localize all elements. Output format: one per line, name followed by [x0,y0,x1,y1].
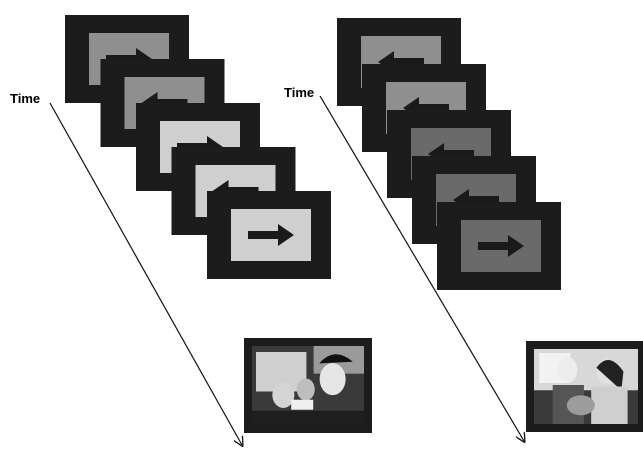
time-label-left: Time [10,91,40,106]
trial-frame-5 [207,191,331,279]
trial-frames-right [337,18,643,432]
time-axis-left [49,102,242,445]
trial-frames-left [65,15,372,433]
couple-photo-icon [526,341,643,432]
arrow-right-icon [248,224,294,246]
trial-frame-5 [437,202,561,290]
time-label-right: Time [284,85,314,100]
family-photo-icon [244,338,372,433]
arrow-right-icon [478,235,524,257]
time-axis-right [319,95,524,441]
